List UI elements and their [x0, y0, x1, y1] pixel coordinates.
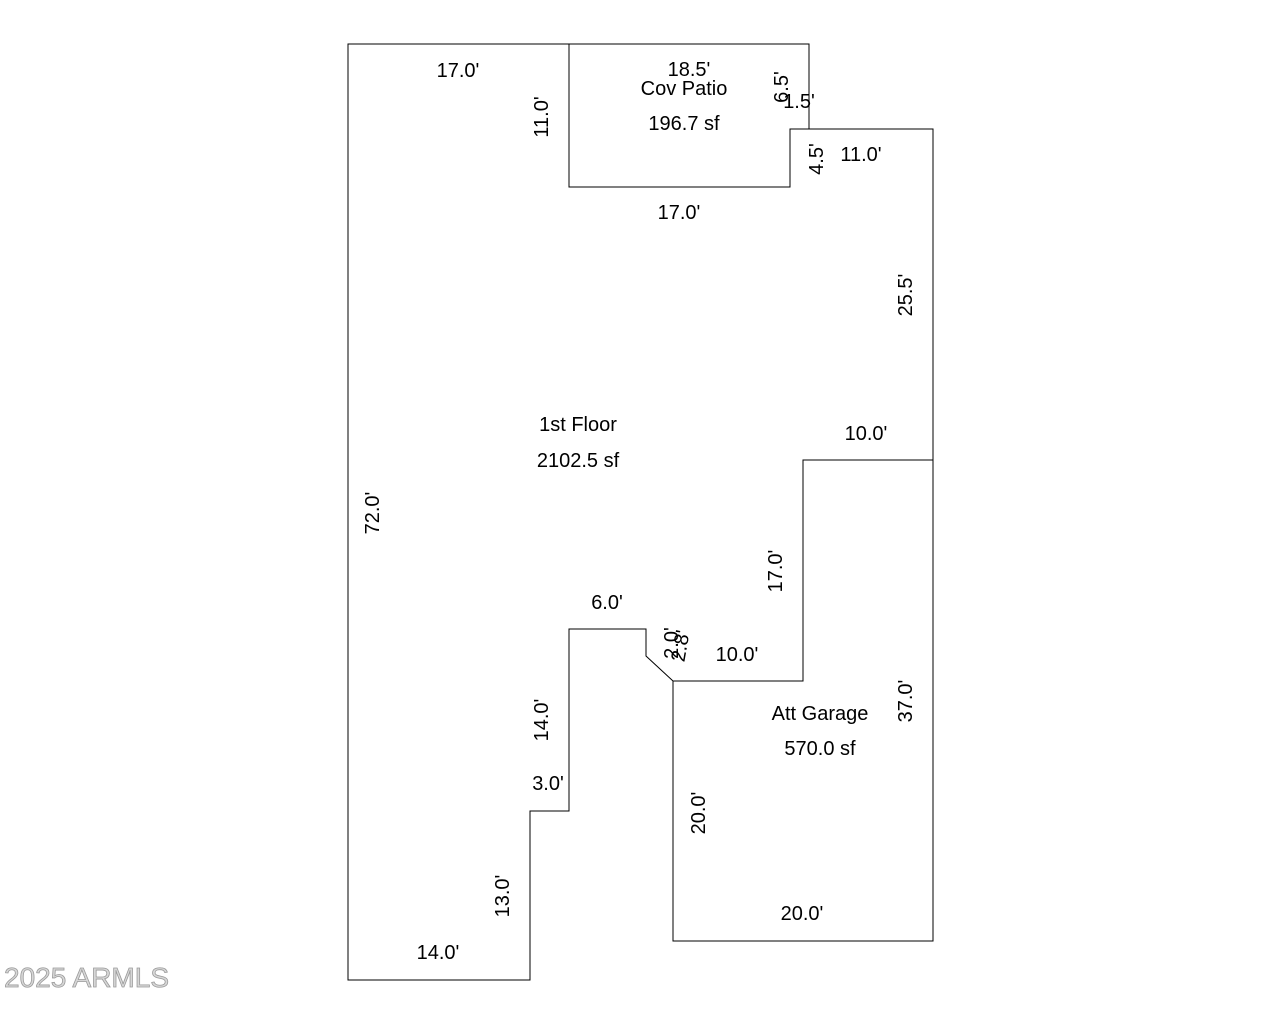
- dim-first-floor-step-lower: 13.0': [492, 875, 514, 918]
- cov-patio-area: 196.7 sf: [648, 113, 720, 135]
- dim-first-floor-right: 25.5': [895, 274, 917, 317]
- outline-group: [347, 43, 934, 981]
- dim-first-floor-diagonal-b: 2.8': [668, 628, 695, 663]
- dim-first-floor-top: 17.0': [437, 60, 480, 82]
- dim-first-floor-ledge-right: 10.0': [845, 423, 888, 445]
- dim-garage-right: 37.0': [895, 680, 917, 723]
- first-floor-outline: [347, 43, 934, 981]
- dim-patio-bottom: 17.0': [658, 202, 701, 224]
- dim-garage-bottom: 20.0': [781, 903, 824, 925]
- dim-first-floor-notch-top: 6.0': [591, 592, 623, 614]
- att-garage-name: Att Garage: [772, 703, 869, 725]
- dim-patio-left: 11.0': [531, 96, 553, 137]
- dim-first-floor-jog-side: 4.5': [806, 143, 828, 175]
- dim-patio-right: 6.5': [771, 71, 793, 103]
- watermark: 2025 ARMLS: [4, 962, 169, 993]
- cov-patio-outline: [568, 43, 810, 188]
- dim-first-floor-bottom: 14.0': [417, 942, 460, 964]
- dim-first-floor-step-upper: 14.0': [531, 699, 553, 742]
- first-floor-area: 2102.5 sf: [537, 450, 620, 472]
- dim-garage-left: 20.0': [688, 792, 710, 835]
- dim-first-floor-diagonal-a: 2.0': [661, 627, 683, 659]
- dim-first-floor-step-ledge: 3.0': [532, 773, 564, 795]
- att-garage-area: 570.0 sf: [784, 738, 856, 760]
- dim-patio-jog: 1.5': [783, 91, 815, 113]
- dim-first-floor-garage-side: 17.0': [765, 550, 787, 593]
- dim-patio-top: 18.5': [668, 59, 711, 81]
- first-floor-name: 1st Floor: [539, 414, 617, 436]
- dim-first-floor-jog-top: 11.0': [840, 144, 881, 166]
- dim-first-floor-garage-top: 10.0': [716, 644, 759, 666]
- dim-first-floor-left: 72.0': [362, 492, 384, 535]
- cov-patio-name: Cov Patio: [641, 78, 728, 100]
- att-garage-outline: [672, 459, 934, 942]
